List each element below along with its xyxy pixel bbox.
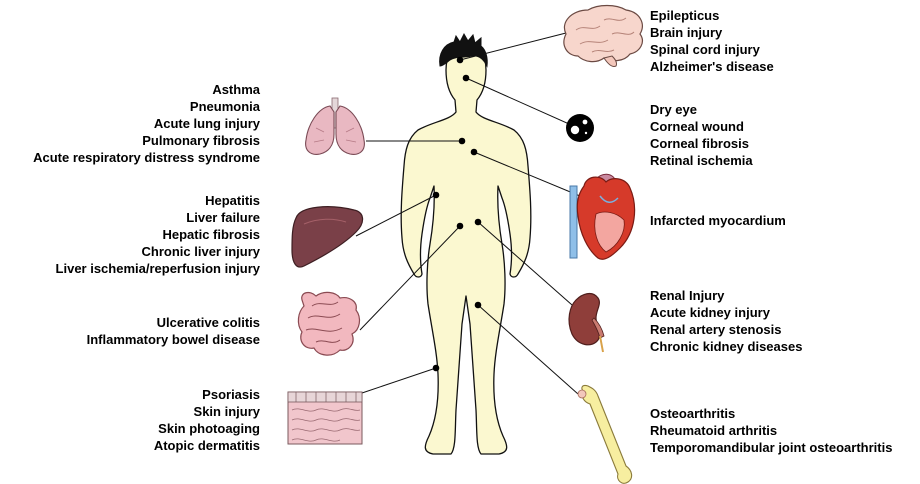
- skin-condition: Psoriasis: [154, 386, 260, 403]
- skin-icon: [288, 392, 362, 444]
- intestine-icon: [298, 292, 359, 355]
- kidney-condition: Renal Injury: [650, 287, 802, 304]
- liver-label-group: Hepatitis Liver failure Hepatic fibrosis…: [56, 192, 260, 277]
- dot-kidney: [475, 219, 482, 226]
- bone-icon: [578, 385, 632, 483]
- dot-eye: [463, 75, 470, 82]
- liver-condition: Liver failure: [56, 209, 260, 226]
- liver-condition: Hepatitis: [56, 192, 260, 209]
- kidney-icon: [569, 294, 604, 352]
- kidney-condition: Acute kidney injury: [650, 304, 802, 321]
- liver-condition: Liver ischemia/reperfusion injury: [56, 260, 260, 277]
- skin-condition: Atopic dermatitis: [154, 437, 260, 454]
- brain-condition: Epilepticus: [650, 7, 774, 24]
- skin-condition: Skin photoaging: [154, 420, 260, 437]
- lung-condition: Acute respiratory distress syndrome: [33, 149, 260, 166]
- lung-icon: [306, 98, 365, 154]
- lung-condition: Asthma: [33, 81, 260, 98]
- heart-label-group: Infarcted myocardium: [650, 212, 786, 229]
- human-body: [401, 34, 531, 454]
- intestine-label-group: Ulcerative colitis Inflammatory bowel di…: [87, 314, 260, 348]
- skin-label-group: Psoriasis Skin injury Skin photoaging At…: [154, 386, 260, 454]
- joint-condition: Rheumatoid arthritis: [650, 422, 892, 439]
- intestine-condition: Inflammatory bowel disease: [87, 331, 260, 348]
- joint-condition: Osteoarthritis: [650, 405, 892, 422]
- brain-icon: [564, 6, 642, 67]
- lung-condition: Pneumonia: [33, 98, 260, 115]
- lung-label-group: Asthma Pneumonia Acute lung injury Pulmo…: [33, 81, 260, 166]
- dot-heart: [471, 149, 478, 156]
- dot-liver: [433, 192, 440, 199]
- joint-condition: Temporomandibular joint osteoarthritis: [650, 439, 892, 456]
- kidney-condition: Chronic kidney diseases: [650, 338, 802, 355]
- eye-condition: Corneal wound: [650, 118, 753, 135]
- dot-joint: [475, 302, 482, 309]
- dot-skin: [433, 365, 440, 372]
- dot-brain: [457, 57, 464, 64]
- joint-label-group: Osteoarthritis Rheumatoid arthritis Temp…: [650, 405, 892, 456]
- dot-lung: [459, 138, 466, 145]
- eye-label-group: Dry eye Corneal wound Corneal fibrosis R…: [650, 101, 753, 169]
- body-silhouette: [401, 44, 531, 454]
- liver-condition: Chronic liver injury: [56, 243, 260, 260]
- brain-label-group: Epilepticus Brain injury Spinal cord inj…: [650, 7, 774, 75]
- liver-icon: [292, 207, 363, 267]
- intestine-condition: Ulcerative colitis: [87, 314, 260, 331]
- liver-condition: Hepatic fibrosis: [56, 226, 260, 243]
- brain-condition: Brain injury: [650, 24, 774, 41]
- dot-intestine: [457, 223, 464, 230]
- heart-icon: [570, 174, 635, 259]
- eye-condition: Dry eye: [650, 101, 753, 118]
- brain-condition: Spinal cord injury: [650, 41, 774, 58]
- eye-condition: Retinal ischemia: [650, 152, 753, 169]
- brain-condition: Alzheimer's disease: [650, 58, 774, 75]
- kidney-label-group: Renal Injury Acute kidney injury Renal a…: [650, 287, 802, 355]
- lung-condition: Pulmonary fibrosis: [33, 132, 260, 149]
- kidney-condition: Renal artery stenosis: [650, 321, 802, 338]
- lung-condition: Acute lung injury: [33, 115, 260, 132]
- heart-condition: Infarcted myocardium: [650, 212, 786, 229]
- skin-condition: Skin injury: [154, 403, 260, 420]
- eye-icon: [566, 114, 594, 142]
- eye-condition: Corneal fibrosis: [650, 135, 753, 152]
- leader-skin: [362, 368, 436, 393]
